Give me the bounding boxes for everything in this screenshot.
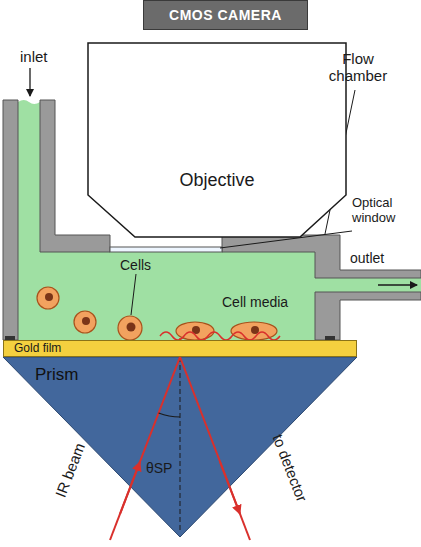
flow-chamber-label: Flow chamber (320, 50, 396, 85)
gold-film-text: Gold film (14, 342, 61, 356)
outlet-label: outlet (350, 250, 384, 266)
optical-window-label: Optical window (352, 196, 418, 226)
inlet-label: inlet (20, 48, 48, 65)
objective: Objective (87, 42, 347, 238)
gold-film: Gold film (3, 340, 357, 357)
theta-label: θSP (146, 460, 172, 476)
camera-box: CMOS CAMERA (143, 0, 308, 30)
objective-outline (87, 42, 347, 238)
objective-shape (88, 43, 346, 237)
optical-window (110, 247, 222, 252)
outlet-arrow (378, 284, 417, 285)
prism-text: Prism (35, 365, 78, 385)
leader-line (131, 274, 136, 315)
plasmon-wave (160, 332, 280, 340)
ir-beam-label: IR beam (52, 440, 88, 499)
cells-label: Cells (120, 257, 151, 273)
objective-text: Objective (87, 170, 347, 191)
prism-shape (3, 357, 357, 537)
inlet-arrow (29, 68, 30, 96)
detector-label: to detector (269, 432, 311, 504)
cell-media-label: Cell media (222, 294, 288, 310)
prism: Prism (3, 357, 357, 537)
camera-box-text: CMOS CAMERA (169, 7, 282, 23)
